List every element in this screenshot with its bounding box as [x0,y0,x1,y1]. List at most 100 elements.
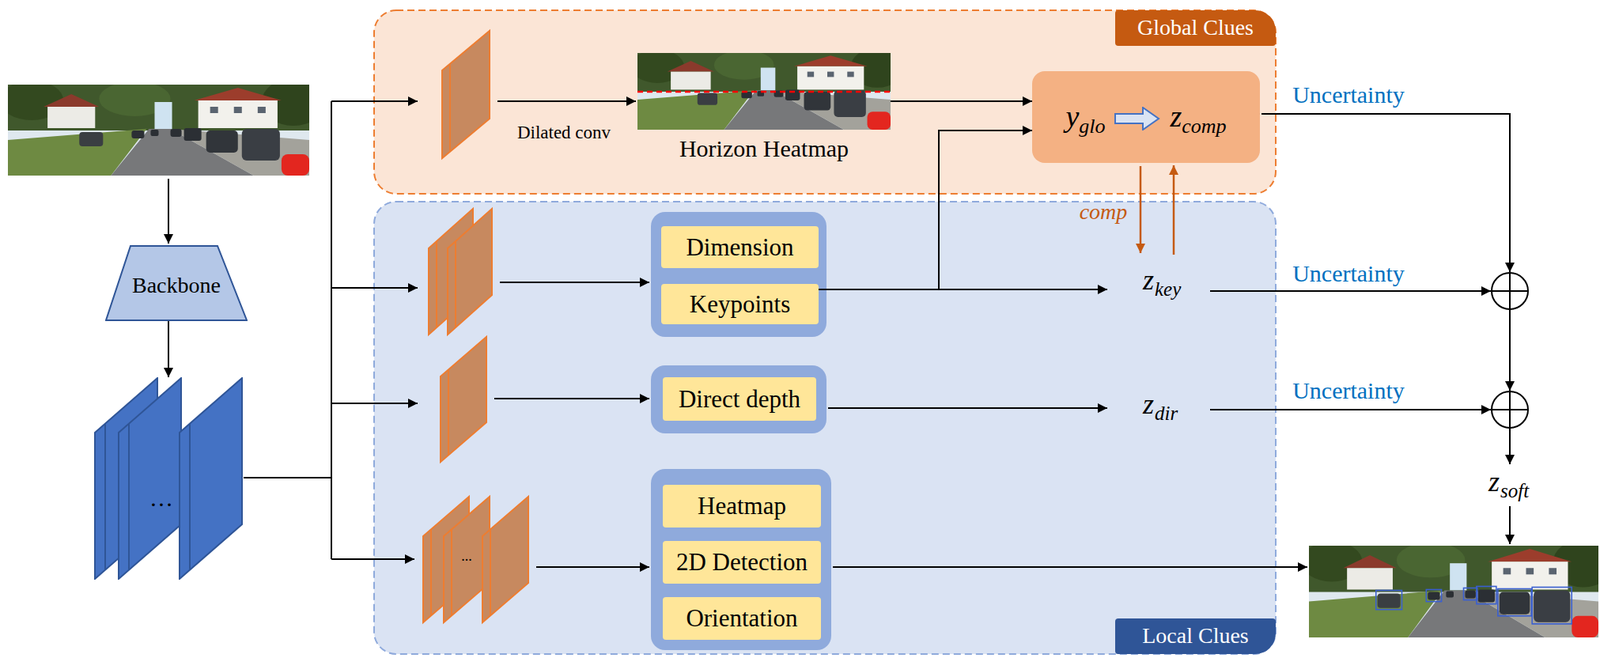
head-group-shape [650,211,827,337]
detection-box [1497,588,1532,616]
node-label: 2D Detection [676,548,808,577]
flow-arrow [1509,309,1511,391]
flow-arrow [331,558,415,560]
feature-map-slab [118,378,182,579]
comp-arrow [1172,165,1176,255]
detection-boxes [1376,586,1572,624]
flow-arrow [497,100,636,103]
comp-label: comp [1079,199,1128,225]
flow-arrow [1509,506,1511,545]
feature-map-slab [118,378,182,579]
conv-slab-edge [449,64,451,152]
math-symbol: z [1169,99,1182,135]
flow-arrow [331,100,418,103]
head-box: Direct depth [662,377,817,421]
flow-arrow [167,178,170,244]
flow-arrow [828,407,1108,409]
flow-arrow [1210,408,1491,411]
flow-arrows [168,101,1529,568]
head-group-shape [650,469,832,651]
depth-symbol: z [1142,264,1154,297]
head-box: Dimension [661,226,819,269]
feature-map-slab [179,378,243,579]
depth-symbol: z [1142,388,1154,421]
local-region-shape [374,201,1276,655]
flow-arrow [1210,290,1491,292]
comp-arrows [1140,165,1174,255]
node-label: Dimension [685,233,794,262]
flow-arrow [331,402,418,405]
detection-box [1476,586,1497,604]
head-box: Heatmap [662,484,821,528]
flow-arrow [1509,427,1511,465]
flow-line [330,101,333,560]
feature-map-slabs [94,377,253,580]
conv-slab [447,208,492,335]
node-label: … [149,484,174,513]
node-label: Keypoints [689,290,791,319]
node-label: Heatmap [697,491,787,521]
conv-slab [440,336,487,462]
conv-slab-edge [454,241,457,328]
conv-slab-edge [430,529,432,616]
conv-layers [423,30,529,623]
implication-arrow [1114,106,1161,131]
depth-subscript: dir [1154,402,1178,426]
detection-box [1426,589,1442,602]
heatmap-panel: Horizon Heatmap [637,52,891,164]
image-caption: Horizon Heatmap [679,135,849,165]
detection-box [1463,587,1477,600]
backbone-trapezoid: Backbone [105,245,248,322]
uncertainty-label: Uncertainty [1292,260,1405,288]
feature-map-slab-edge [128,423,130,570]
trapezoid-outline [105,245,247,321]
detection-box [1376,590,1403,610]
flow-arrow [331,287,418,289]
conv-slab [482,496,529,623]
head-box: Orientation [662,597,821,640]
math-symbol: y [1065,99,1079,135]
head-box: Keypoints [661,283,819,325]
horizon-line [637,90,891,94]
detection-box [1531,586,1572,624]
feature-map-slab [179,378,243,579]
flow-arrow [536,566,650,568]
sum-symbol [1491,272,1529,310]
operation-label: Dilated conv [517,122,611,144]
region-panel: Local Clues DimensionKeypointsDirect dept… [374,201,1276,655]
node-label: Orientation [685,604,798,633]
conv-slab-edge [435,241,438,328]
uncertainty-label: Uncertainty [1292,81,1405,110]
depth-symbol: z [1488,465,1500,499]
depth-subscript: soft [1500,480,1529,504]
output-image [1301,539,1600,638]
flow-arrow [499,281,650,284]
region-panel: Global CluesHorizon Heatmap yglo zcomp [374,10,1276,194]
connector-arrow [818,130,1033,290]
region-title: Local Clues [1115,618,1276,655]
depth-subscript: key [1154,278,1181,302]
head-group-shape [650,365,827,434]
conv-slab-edge [447,369,450,455]
connectors [168,101,1033,378]
head-box: 2D Detection [662,540,821,584]
math-subscript: comp [1181,114,1226,139]
sum-symbol-cross [1509,391,1511,428]
node-label: Backbone [132,272,221,299]
feature-map-slab-edge [189,423,191,570]
comp-arrow [1139,166,1143,254]
uncertainty-label: Uncertainty [1292,377,1405,405]
connector-arrow [167,321,170,378]
node-label: Direct depth [678,385,801,414]
connector-arrow [890,100,1033,103]
conv-slab [442,30,490,159]
sum-symbol [1491,391,1529,428]
math-subscript: glo [1078,114,1105,139]
feature-map-stack: … [94,377,253,580]
depth-module-box: yglo zcomp [1032,71,1260,163]
heatmap-image [631,47,905,130]
flow-arrow [494,397,650,400]
region-title: Global Clues [1115,10,1276,46]
flow-arrow [1261,113,1510,273]
